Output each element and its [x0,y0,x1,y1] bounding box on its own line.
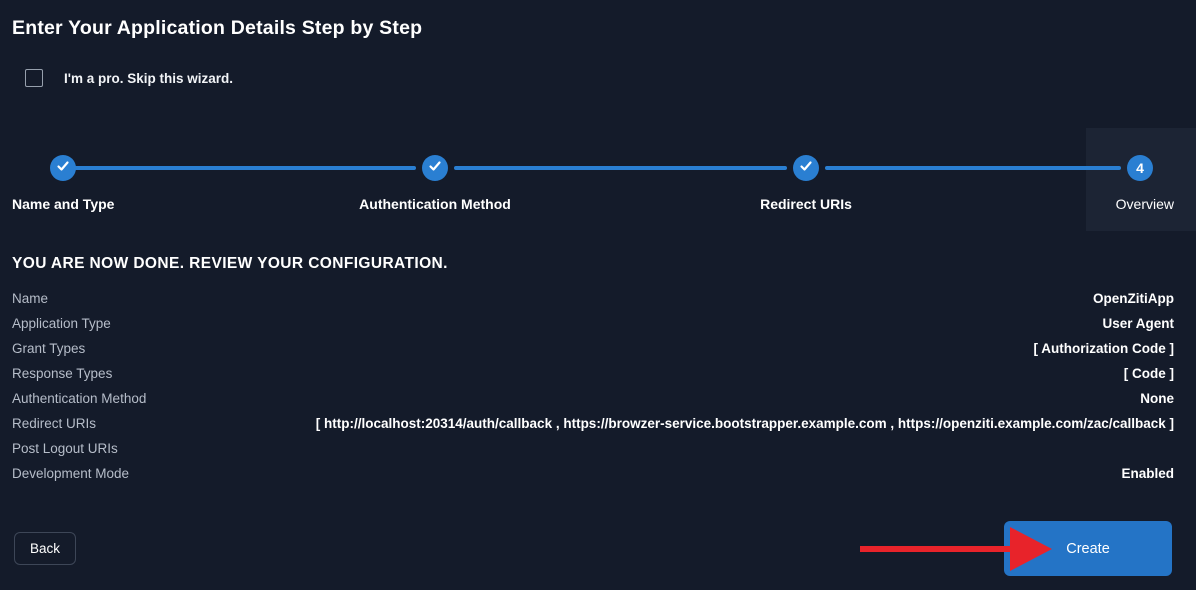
row-label: Response Types [12,366,113,381]
review-row-application-type: Application Type User Agent [12,311,1174,336]
skip-wizard-label: I'm a pro. Skip this wizard. [64,70,233,86]
stepper-connector [454,166,787,170]
stepper-step-label-authentication-method: Authentication Method [359,196,511,212]
back-button[interactable]: Back [14,532,76,565]
stepper-connector [70,166,416,170]
step-number: 4 [1136,160,1144,176]
review-row-post-logout-uris: Post Logout URIs [12,436,1174,461]
review-row-development-mode: Development Mode Enabled [12,461,1174,486]
skip-wizard-row: I'm a pro. Skip this wizard. [25,69,233,87]
row-value: None [1140,391,1174,406]
row-value: [ http://localhost:20314/auth/callback ,… [315,416,1174,431]
stepper-step-label-name-and-type: Name and Type [12,196,115,212]
check-icon [799,159,813,178]
stepper-step-2-indicator [422,155,448,181]
review-row-authentication-method: Authentication Method None [12,386,1174,411]
row-label: Authentication Method [12,391,147,406]
row-label: Development Mode [12,466,130,481]
stepper-step-label-redirect-uris: Redirect URIs [760,196,852,212]
review-rows: Name OpenZitiApp Application Type User A… [12,286,1174,486]
row-value: OpenZitiApp [1093,291,1174,306]
row-label: Grant Types [12,341,86,356]
review-row-redirect-uris: Redirect URIs [ http://localhost:20314/a… [12,411,1174,436]
skip-wizard-checkbox[interactable] [25,69,43,87]
row-label: Application Type [12,316,111,331]
review-row-response-types: Response Types [ Code ] [12,361,1174,386]
review-row-name: Name OpenZitiApp [12,286,1174,311]
row-value: [ Code ] [1123,366,1174,381]
check-icon [428,159,442,178]
stepper-step-4-indicator: 4 [1127,155,1153,181]
stepper-step-3-indicator [793,155,819,181]
review-heading: YOU ARE NOW DONE. REVIEW YOUR CONFIGURAT… [12,255,448,272]
stepper-step-label-overview: Overview [1115,196,1174,212]
row-value: User Agent [1102,316,1174,331]
stepper-step-1-indicator [50,155,76,181]
row-label: Post Logout URIs [12,441,118,456]
row-value: Enabled [1121,466,1174,481]
stepper-connector [825,166,1121,170]
page-title: Enter Your Application Details Step by S… [12,17,423,39]
review-row-grant-types: Grant Types [ Authorization Code ] [12,336,1174,361]
row-label: Name [12,291,49,306]
row-value: [ Authorization Code ] [1033,341,1174,356]
row-label: Redirect URIs [12,416,97,431]
check-icon [56,159,70,178]
create-button[interactable]: Create [1004,521,1172,576]
